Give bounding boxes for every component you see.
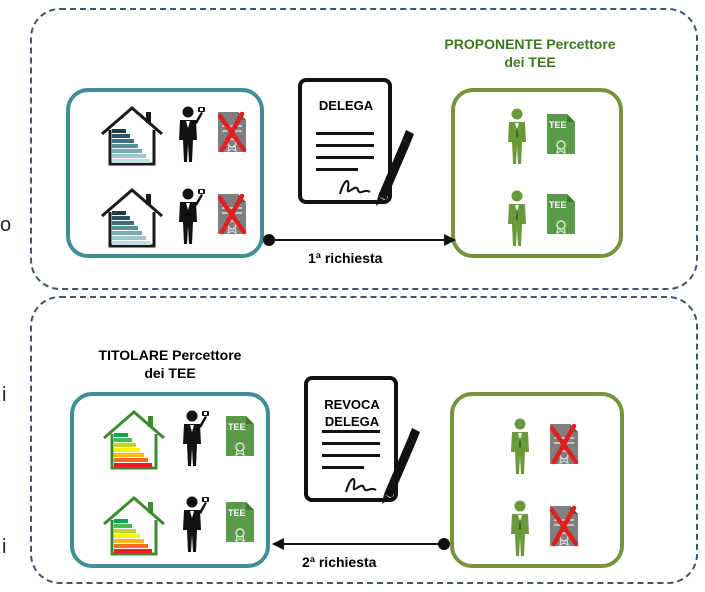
top-panel — [30, 8, 698, 290]
recipient-box-top: TEE TEE — [451, 88, 623, 258]
bottom-panel — [30, 296, 698, 584]
contract-pen-icon — [304, 376, 422, 506]
certificate-icon — [225, 501, 255, 543]
businessman-icon — [508, 108, 526, 164]
titolare-label: TITOLARE Percettore dei TEE — [60, 346, 280, 382]
left-edge-text: i — [2, 384, 7, 406]
businessman-icon — [179, 188, 205, 244]
certificate-text: TEE — [549, 200, 567, 210]
businessman-icon — [511, 418, 529, 474]
certificate-icon — [546, 193, 576, 235]
house-energy-icon — [100, 106, 164, 166]
revoca-delega-label: REVOCA DELEGA — [310, 396, 394, 430]
businessman-icon — [183, 410, 209, 466]
businessman-icon — [508, 190, 526, 246]
owner-box-top — [66, 88, 264, 258]
second-request-arrow — [272, 538, 450, 550]
first-request-arrow — [263, 234, 456, 246]
red-cross-icon — [548, 422, 580, 466]
proponente-label-line1: PROPONENTE Percettore — [444, 36, 616, 52]
certificate-text: TEE — [228, 508, 246, 518]
recipient-box-bottom — [450, 392, 624, 568]
house-energy-icon — [102, 496, 166, 556]
proponente-label-line2: dei TEE — [504, 54, 556, 70]
first-request-label: 1ª richiesta — [306, 250, 385, 266]
delega-label: DELEGA — [318, 98, 374, 113]
certificate-text: TEE — [549, 120, 567, 130]
second-request-label: 2ª richiesta — [300, 554, 379, 570]
certificate-icon — [225, 415, 255, 457]
red-cross-icon — [216, 110, 248, 154]
certificate-text: TEE — [228, 422, 246, 432]
titolare-label-line2: dei TEE — [144, 365, 196, 381]
businessman-icon — [183, 496, 209, 552]
certificate-icon — [546, 113, 576, 155]
revoca-delega-label-line2: DELEGA — [324, 414, 380, 429]
businessman-icon — [179, 106, 205, 162]
house-energy-icon — [100, 188, 164, 248]
proponente-label: PROPONENTE Percettore dei TEE — [410, 35, 650, 71]
left-edge-text: o — [0, 214, 12, 236]
left-edge-text: i — [2, 536, 7, 558]
red-cross-icon — [548, 504, 580, 548]
red-cross-icon — [216, 192, 248, 236]
titolare-label-line1: TITOLARE Percettore — [98, 347, 242, 363]
businessman-icon — [511, 500, 529, 556]
owner-box-bottom: TEE TEE — [70, 392, 270, 568]
revoca-delega-label-line1: REVOCA — [324, 397, 380, 412]
house-energy-icon — [102, 410, 166, 470]
